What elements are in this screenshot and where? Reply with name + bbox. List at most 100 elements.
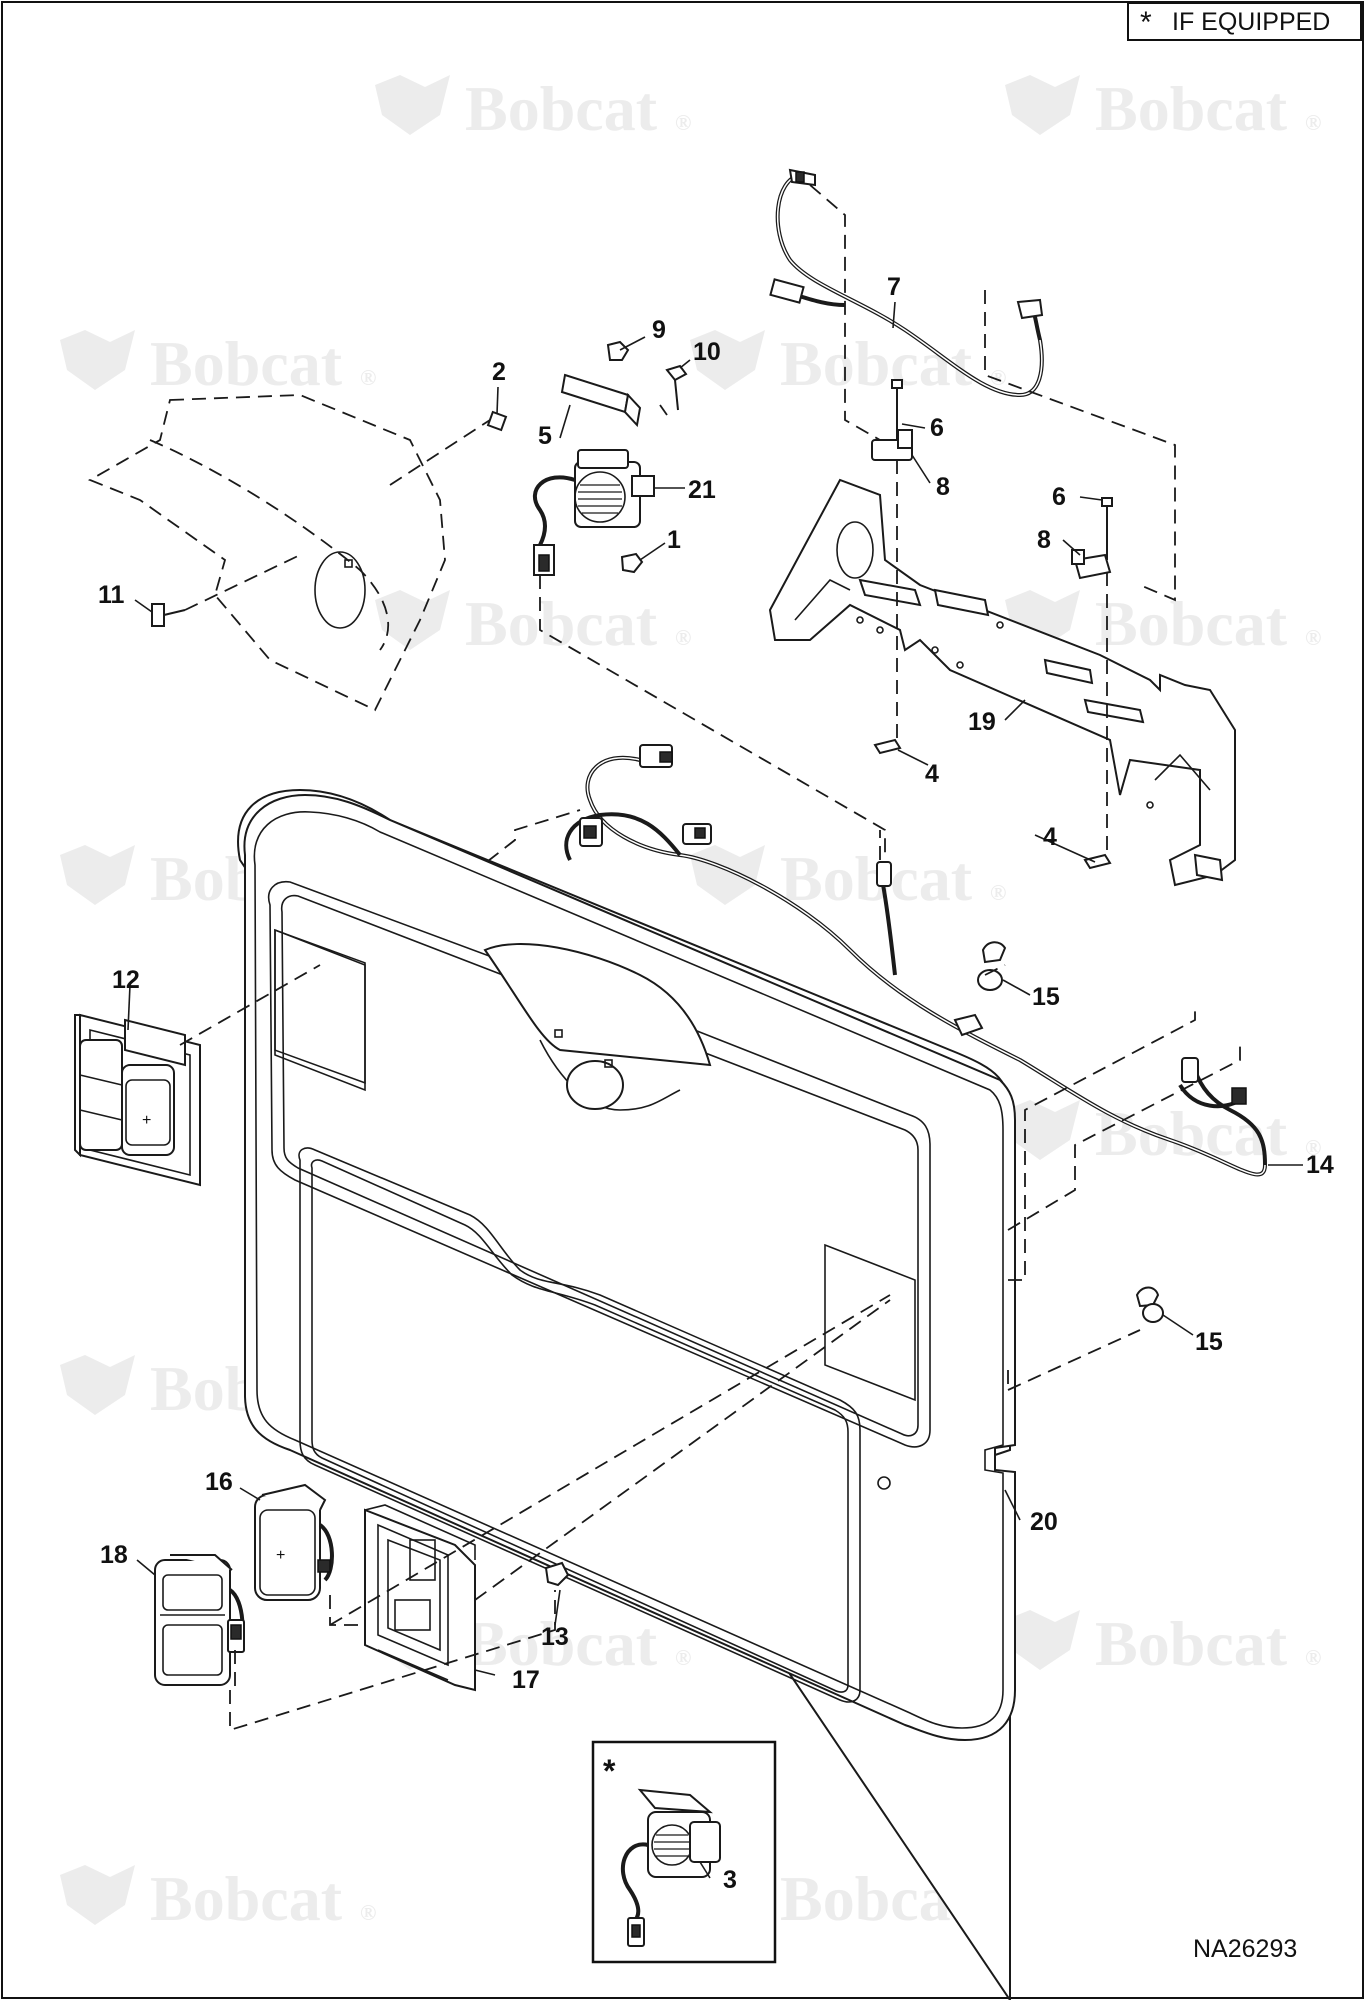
watermark-text: Bobcat: [150, 328, 343, 399]
watermark-mark: ®: [990, 880, 1006, 905]
assembly-line: [659, 404, 668, 416]
switch-bezel-17: [364, 1504, 476, 1692]
watermark-text: Bobcat: [465, 588, 658, 659]
callout-20: 20: [1030, 1508, 1058, 1536]
alarm-grille: [578, 484, 622, 514]
assembly-line: [1007, 1045, 1241, 1231]
flange-bolt: [665, 364, 688, 411]
callout-6-lower: 6: [1052, 483, 1066, 511]
assembly-line: [389, 419, 491, 486]
callout-13: 13: [541, 1623, 569, 1651]
leader-lines: [127, 301, 1303, 1879]
callout-21: 21: [688, 476, 716, 504]
legend-star: *: [1140, 6, 1152, 39]
assembly-line: [984, 290, 1176, 602]
bobcat-logo-icon: [60, 330, 135, 390]
bobcat-logo-icon: [60, 1865, 135, 1925]
callout-4-upper: 4: [925, 760, 939, 788]
switch-16: +: [254, 1483, 334, 1601]
bobcat-logo-icon: [60, 1355, 135, 1415]
watermark: Bobcat ®: [690, 843, 1006, 914]
callout-18: 18: [100, 1541, 128, 1569]
drawing-number: NA26293: [1193, 1935, 1297, 1963]
watermark: Bobcat ®: [1005, 1098, 1321, 1169]
watermark-text: Bobcat: [1095, 1608, 1288, 1679]
callout-15-upper: 15: [1032, 983, 1060, 1011]
bolt-11: [151, 603, 186, 627]
callout-8-upper: 8: [936, 473, 950, 501]
callout-6-upper: 6: [930, 414, 944, 442]
assembly-line: [984, 964, 1006, 976]
assembly-line: [469, 809, 581, 876]
plus-symbol: +: [142, 1112, 151, 1129]
watermark-text: Bobcat: [1095, 1098, 1288, 1169]
callout-9: 9: [652, 316, 666, 344]
watermark-text: Bobcat: [1095, 73, 1288, 144]
watermark-text: Bobcat: [1095, 588, 1288, 659]
watermark: Bobcat ®: [375, 73, 691, 144]
watermark-text: Bobcat: [465, 1608, 658, 1679]
switch-panel-12: +: [74, 964, 321, 1187]
flange-nut: [620, 552, 644, 574]
bobcat-logo-icon: [1005, 1610, 1080, 1670]
clip-nut-13: [544, 1561, 570, 1587]
harness-clip-15-upper: [977, 941, 1007, 991]
hex-nut: [606, 340, 630, 361]
watermark-mark: ®: [675, 625, 691, 650]
optional-alarm-inset: *: [591, 1740, 777, 1964]
watermark: Bobcat ®: [60, 328, 376, 399]
callout-17: 17: [512, 1666, 540, 1694]
assembly-line: [539, 575, 886, 860]
callout-2: 2: [492, 358, 506, 386]
callout-15-lower: 15: [1195, 1328, 1223, 1356]
callout-7: 7: [887, 273, 901, 301]
bobcat-logo-icon: [690, 330, 765, 390]
callout-14: 14: [1306, 1151, 1334, 1179]
alarm-bracket: [560, 373, 642, 428]
washer-lower: [1083, 853, 1112, 870]
callout-12: 12: [112, 966, 140, 994]
callout-5: 5: [538, 422, 552, 450]
watermark-mark: ®: [675, 110, 691, 135]
assembly-line: [1007, 1329, 1141, 1391]
main-harness: [564, 744, 1268, 1177]
panel-bracket: [768, 478, 1236, 887]
harness-clip-15-lower: [1135, 1286, 1164, 1323]
watermark: Bobcat ®: [60, 1863, 376, 1934]
cab-roof-outline: [87, 394, 446, 712]
bobcat-logo-icon: [60, 845, 135, 905]
harness-clip-upper: [871, 379, 913, 461]
bobcat-logo-icon: [375, 590, 450, 650]
watermark-mark: ®: [1305, 1135, 1321, 1160]
watermark-text: Bobcat: [780, 328, 973, 399]
harness-clip-lower: [1071, 497, 1113, 580]
dash-panel: [237, 788, 1016, 2000]
watermark-mark: ®: [990, 365, 1006, 390]
callout-4-lower: 4: [1043, 823, 1057, 851]
callout-labels: 1 2 3 4 4 5 6 6 7 8 8 9 10 11 12 13 14 1…: [98, 273, 1334, 1894]
assembly-line: [474, 1299, 891, 1601]
watermark-mark: ®: [360, 365, 376, 390]
watermark: Bobcat ®: [1005, 1608, 1321, 1679]
callout-10: 10: [693, 338, 721, 366]
watermark-mark: ®: [360, 1900, 376, 1925]
watermark-mark: ®: [1305, 625, 1321, 650]
bobcat-logo-icon: [1005, 1100, 1080, 1160]
watermark: Bobcat ®: [690, 328, 1006, 399]
callout-8-lower: 8: [1037, 526, 1051, 554]
legend-text: IF EQUIPPED: [1172, 8, 1330, 36]
bobcat-logo-icon: [690, 845, 765, 905]
assembly-line: [1008, 1005, 1196, 1281]
inset-star: *: [603, 1753, 616, 1789]
watermark-text: Bobcat: [465, 73, 658, 144]
callout-19: 19: [968, 708, 996, 736]
back-up-alarm: [533, 449, 655, 576]
harness-7: [769, 168, 1044, 398]
legend-box: * IF EQUIPPED: [1127, 2, 1362, 41]
watermark-mark: ®: [675, 1645, 691, 1670]
assembly-line: [809, 184, 881, 441]
callout-16: 16: [205, 1468, 233, 1496]
plus-symbol: +: [276, 1547, 285, 1564]
